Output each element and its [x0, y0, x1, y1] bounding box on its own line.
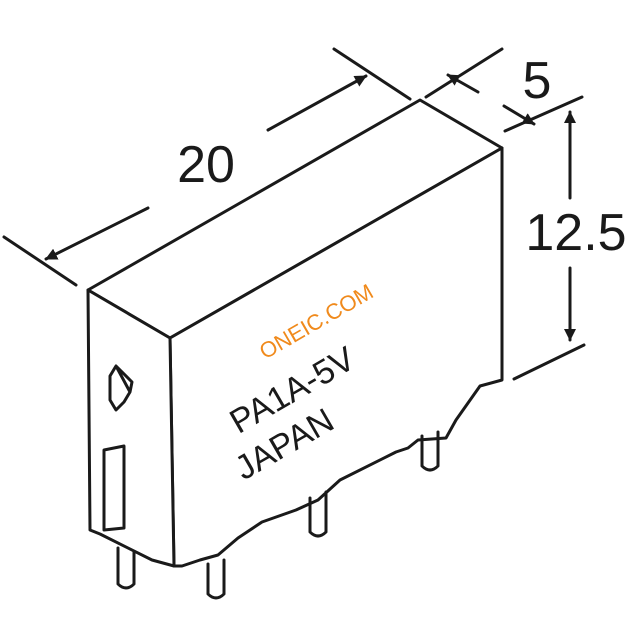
pin-4 — [420, 430, 440, 472]
depth-dimension-arrow-upper — [446, 73, 480, 94]
extension-line-right-bottom — [512, 343, 586, 381]
terminal-slot — [102, 444, 126, 532]
length-dimension-label: 20 — [177, 136, 235, 194]
pin-2 — [206, 558, 226, 600]
length-dimension-arrow-left — [44, 206, 150, 261]
depth-dimension-label: 5 — [523, 52, 552, 110]
polarity-marker — [108, 364, 134, 412]
extension-line-right-top — [503, 95, 584, 133]
extension-line-left — [2, 235, 78, 287]
relay-front-face — [168, 146, 504, 568]
relay-end-face — [86, 288, 176, 568]
extension-line-top — [332, 47, 412, 101]
length-dimension-arrow-right — [266, 74, 368, 132]
pin-1 — [116, 546, 136, 590]
pin-3 — [308, 490, 328, 538]
depth-dimension-arrow-lower — [502, 104, 536, 126]
extension-line-depth — [424, 47, 504, 99]
height-dimension-label: 12.5 — [525, 204, 626, 262]
